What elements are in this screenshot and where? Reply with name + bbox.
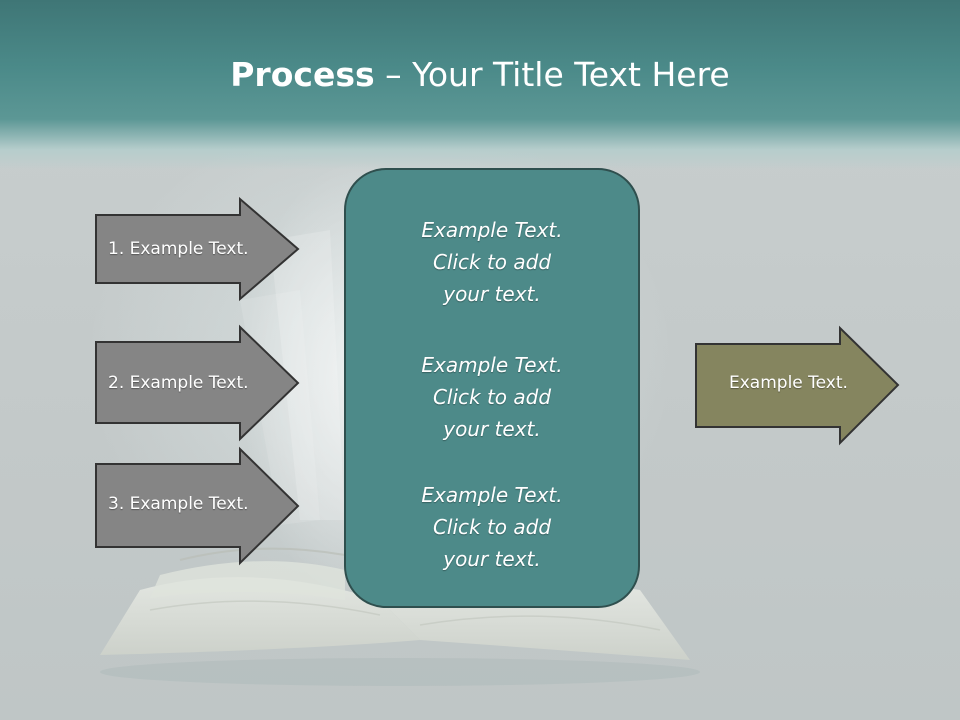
left-arrow-3[interactable]: 3. Example Text. bbox=[95, 446, 300, 566]
center-text-box[interactable]: Example Text. Click to add your text. Ex… bbox=[344, 168, 640, 608]
center-item-line: Example Text. bbox=[421, 353, 563, 377]
center-item-line: Click to add bbox=[432, 515, 552, 539]
right-arrow-label: Example Text. bbox=[729, 373, 848, 393]
center-item-line: Click to add bbox=[432, 385, 552, 409]
right-arrow[interactable]: Example Text. bbox=[695, 325, 900, 446]
left-arrow-1[interactable]: 1. Example Text. bbox=[95, 196, 300, 302]
center-item-2: Example Text. Click to add your text. bbox=[346, 349, 638, 445]
left-arrow-1-label: 1. Example Text. bbox=[108, 239, 249, 259]
arrow-shape-icon bbox=[95, 446, 300, 566]
left-arrow-2[interactable]: 2. Example Text. bbox=[95, 324, 300, 442]
center-item-line: Example Text. bbox=[421, 483, 563, 507]
arrow-shape-icon bbox=[95, 324, 300, 442]
center-item-line: your text. bbox=[443, 282, 541, 306]
arrow-shape-icon bbox=[695, 325, 900, 446]
center-item-line: your text. bbox=[443, 547, 541, 571]
left-arrow-3-label: 3. Example Text. bbox=[108, 494, 249, 514]
left-arrow-2-label: 2. Example Text. bbox=[108, 373, 249, 393]
center-item-3: Example Text. Click to add your text. bbox=[346, 479, 638, 575]
center-item-line: your text. bbox=[443, 417, 541, 441]
center-item-line: Example Text. bbox=[421, 218, 563, 242]
header-band bbox=[0, 0, 960, 170]
center-item-line: Click to add bbox=[432, 250, 552, 274]
title-bold-word: Process bbox=[230, 55, 375, 94]
slide-title[interactable]: Process – Your Title Text Here bbox=[0, 50, 960, 100]
arrow-shape-icon bbox=[95, 196, 300, 302]
center-item-1: Example Text. Click to add your text. bbox=[346, 214, 638, 310]
title-rest-text: – Your Title Text Here bbox=[374, 55, 730, 94]
